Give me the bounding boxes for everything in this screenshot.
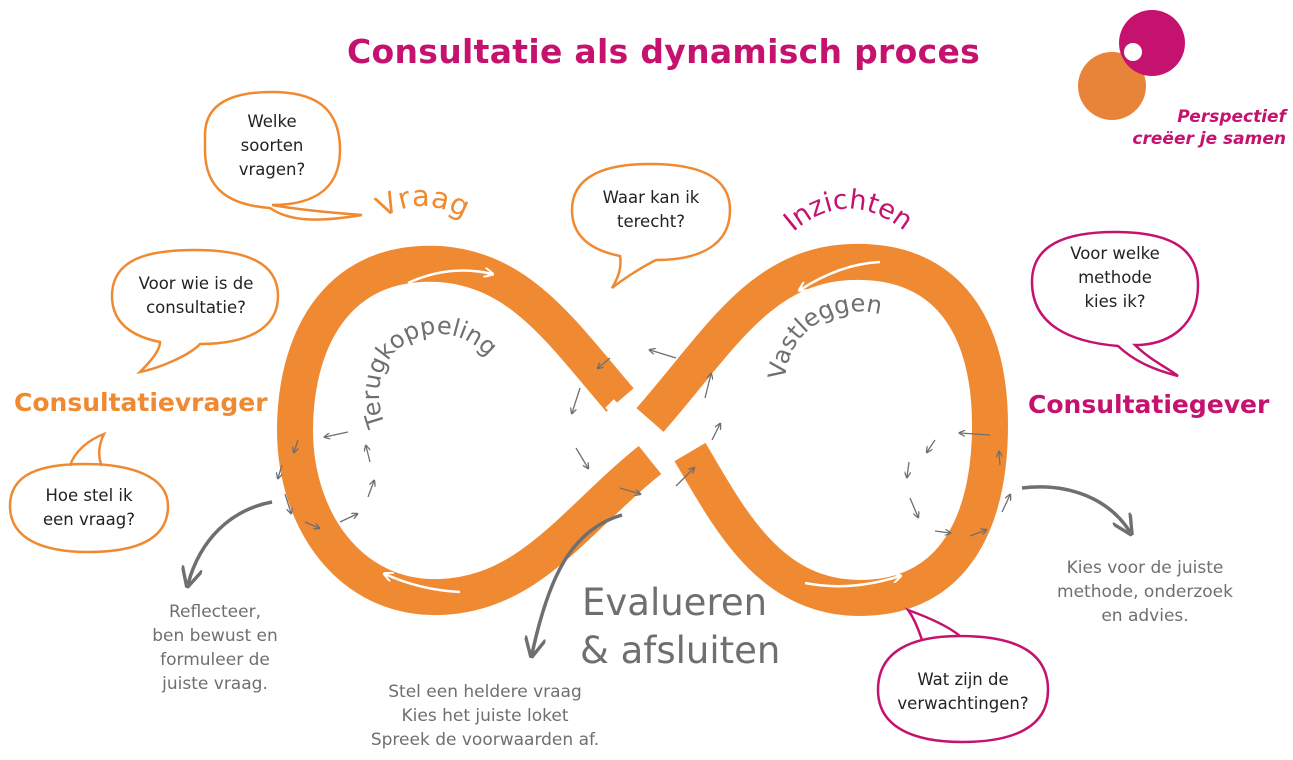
- note-reflecteer: Reflecteer, ben bewust en formuleer de j…: [152, 602, 278, 694]
- label-terugkoppeling: Terugkoppeling: [357, 311, 503, 432]
- logo-white-dot: [1124, 43, 1142, 61]
- note-stel: Stel een heldere vraag Kies het juiste l…: [370, 682, 600, 750]
- large-gray-arrows: [188, 485, 1130, 654]
- infinity-loop: [276, 243, 1009, 617]
- bubble-wat-zijn: [876, 607, 1050, 744]
- logo-text: Perspectief creëer je samen: [1120, 106, 1286, 150]
- logo-line-2: creëer je samen: [1132, 129, 1286, 149]
- arrow-to-choose: [1021, 485, 1130, 532]
- bubble-wat-zijn-text: Wat zijn de verwachtingen?: [897, 670, 1029, 713]
- crossing-gaps: [605, 399, 689, 455]
- bubble-voor-wie: [110, 248, 280, 375]
- role-consultatiegever: Consultatiegever: [1028, 390, 1270, 419]
- bubble-hoe-stel-text: Hoe stel ik een vraag?: [42, 486, 135, 529]
- arrow-to-evaluate: [532, 513, 623, 654]
- label-afsluiten: & afsluiten: [580, 629, 781, 672]
- bubble-welke-soorten: [203, 90, 363, 221]
- label-inzichten: Inzichten: [778, 184, 918, 237]
- flow-arrow-top-right: [800, 260, 881, 290]
- page-title: Consultatie als dynamisch proces: [347, 32, 981, 71]
- bubble-voor-wie-text: Voor wie is de consultatie?: [138, 274, 254, 317]
- small-cycle-arrows: [278, 350, 1010, 537]
- flow-arrow-bottom-right: [804, 576, 900, 588]
- note-kies: Kies voor de juiste methode, onderzoek e…: [1057, 558, 1233, 626]
- label-vraag: Vraag: [370, 179, 475, 224]
- loop-left-band: [276, 245, 662, 616]
- label-evalueren: Evalueren: [582, 581, 768, 624]
- bubble-welke-soorten-text: Welke soorten vragen?: [238, 112, 306, 179]
- loop-right-band: [636, 243, 1009, 617]
- flow-arrow-top-left: [407, 271, 492, 285]
- bubble-hoe-stel: [8, 431, 170, 554]
- logo-magenta-circle: [1119, 10, 1185, 76]
- logo-orange-circle: [1078, 52, 1146, 120]
- logo-line-1: Perspectief: [1177, 107, 1286, 127]
- arrow-to-reflect: [188, 500, 273, 584]
- bubble-waar-kan: [570, 162, 732, 289]
- bubble-voor-welke: [1030, 230, 1200, 378]
- flow-arrow-bottom-left: [385, 574, 461, 594]
- bubble-waar-kan-text: Waar kan ik terecht?: [602, 188, 700, 231]
- perspectief-logo: [1078, 10, 1185, 120]
- bubble-voor-welke-text: Voor welke methode kies ik?: [1070, 244, 1160, 311]
- role-consultatievrager: Consultatievrager: [14, 388, 268, 417]
- band-flow-arrows: [385, 260, 900, 594]
